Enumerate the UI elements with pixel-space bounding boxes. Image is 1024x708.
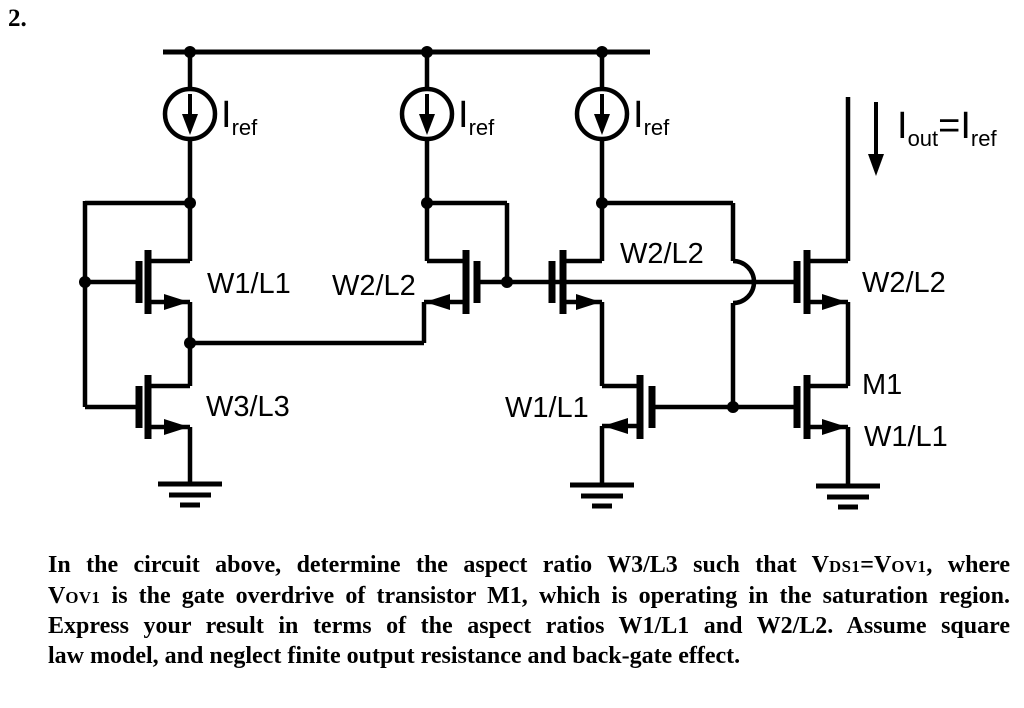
transistor-mid-left-label: W2/L2 bbox=[332, 270, 416, 302]
junction-dot bbox=[79, 276, 91, 288]
transistor-right-bottom-label: W1/L1 bbox=[864, 421, 948, 453]
iout-arrowhead-icon bbox=[868, 154, 884, 176]
current-source-1: Iref bbox=[162, 52, 258, 203]
question-line-3: Express your result in terms of the aspe… bbox=[48, 613, 1010, 639]
iref-label-1: Iref bbox=[221, 94, 258, 140]
transistor-mid-center-label: W2/L2 bbox=[620, 238, 704, 270]
source-arrow-icon bbox=[164, 419, 189, 435]
transistor-left-top-label: W1/L1 bbox=[207, 268, 291, 300]
junction-dot bbox=[421, 46, 433, 58]
iout-label: Iout=Iref bbox=[897, 105, 997, 151]
transistor-left-bottom-label: W3/L3 bbox=[206, 391, 290, 423]
transistor-right-bottom: M1 W1/L1 bbox=[793, 369, 948, 453]
current-source-2: Iref bbox=[399, 52, 495, 203]
transistor-right-name-label: M1 bbox=[862, 369, 902, 401]
transistor-right-top: W2/L2 bbox=[793, 250, 946, 314]
source-arrow-icon bbox=[822, 419, 847, 435]
current-arrow-icon bbox=[594, 114, 610, 135]
junction-dot bbox=[421, 197, 433, 209]
question-text: In the circuit above, determine the aspe… bbox=[48, 551, 1010, 671]
question-line-4: law model, and neglect finite output res… bbox=[48, 642, 741, 669]
current-source-3: Iref bbox=[574, 52, 670, 203]
source-arrow-icon bbox=[822, 294, 847, 310]
output-branch: Iout=Iref bbox=[845, 97, 997, 261]
current-arrow-icon bbox=[419, 114, 435, 135]
junction-dot bbox=[501, 276, 513, 288]
question-line-1: In the circuit above, determine the aspe… bbox=[48, 552, 1011, 578]
transistor-right-top-label: W2/L2 bbox=[862, 267, 946, 299]
iref-label-3: Iref bbox=[633, 94, 670, 140]
ground-symbol-left bbox=[158, 481, 222, 508]
ground-symbol-right bbox=[816, 483, 880, 510]
source-arrow-icon bbox=[576, 294, 601, 310]
transistor-left-top: W1/L1 bbox=[85, 250, 291, 314]
junction-dot bbox=[727, 401, 739, 413]
ground-symbol-middle bbox=[570, 482, 634, 509]
transistor-mid-bottom-label: W1/L1 bbox=[505, 392, 589, 424]
junction-dot bbox=[184, 46, 196, 58]
question-line-2: VOV1 is the gate overdrive of transistor… bbox=[48, 582, 1010, 609]
transistor-left-bottom: W3/L3 bbox=[85, 375, 290, 439]
source-arrow-icon bbox=[164, 294, 189, 310]
transistor-mid-left: W2/L2 bbox=[332, 250, 481, 314]
transistor-mid-bottom: W1/L1 bbox=[505, 375, 656, 439]
circuit-schematic: Iref Iref Iref Iout=Iref bbox=[79, 46, 997, 510]
junction-dot bbox=[596, 197, 608, 209]
junction-dot bbox=[184, 197, 196, 209]
source-arrow-icon bbox=[603, 418, 628, 434]
problem-number: 2. bbox=[8, 5, 27, 32]
source-arrow-icon bbox=[425, 294, 450, 310]
wire-hop bbox=[732, 258, 757, 306]
junction-dot bbox=[184, 337, 196, 349]
iref-label-2: Iref bbox=[458, 94, 495, 140]
current-arrow-icon bbox=[182, 114, 198, 135]
transistor-mid-center: W2/L2 bbox=[548, 238, 704, 314]
junction-dot bbox=[596, 46, 608, 58]
